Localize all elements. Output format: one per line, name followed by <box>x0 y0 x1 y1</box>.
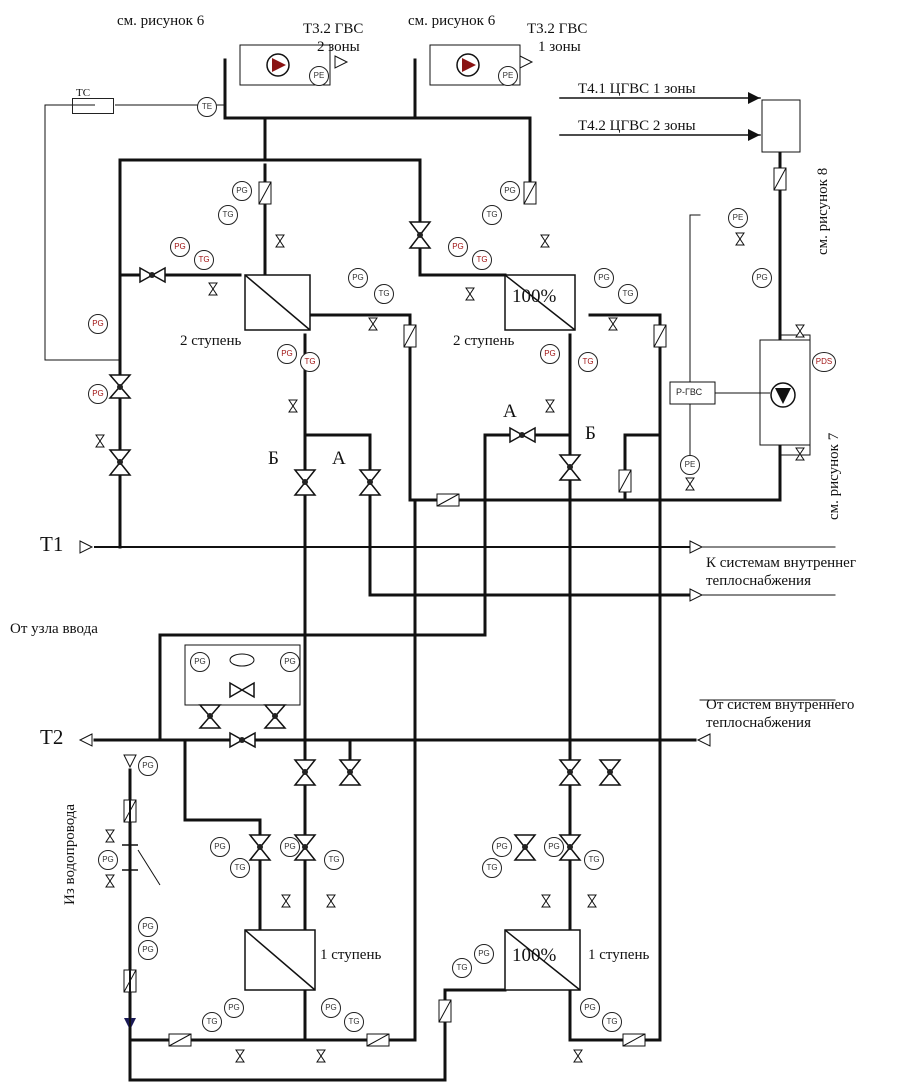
pe-sensor-return: PE <box>680 455 700 475</box>
tc-box <box>72 98 114 114</box>
pg-gauge: PG <box>138 940 158 960</box>
from-internal-label: От систем внутреннего <box>706 697 855 713</box>
t2-inlet-arrow <box>696 733 711 747</box>
stage1-left-exchanger <box>244 929 316 991</box>
tg-gauge: TG <box>584 850 604 870</box>
t1-inlet-arrow <box>79 540 94 554</box>
pe-sensor-zone2: PE <box>309 66 329 86</box>
tg-gauge: TG <box>218 205 238 225</box>
pg-gauge: PG <box>448 237 468 257</box>
tg-gauge: TG <box>374 284 394 304</box>
stage1-left-label: 1 ступень <box>320 947 382 963</box>
tg-gauge: TG <box>324 850 344 870</box>
pg-gauge: PG <box>232 181 252 201</box>
pg-gauge: PG <box>500 181 520 201</box>
pg-gauge: PG <box>277 344 297 364</box>
from-input-label: От узла ввода <box>10 621 98 637</box>
pg-gauge: PG <box>88 384 108 404</box>
pg-gauge: PG <box>210 837 230 857</box>
pg-gauge: PG <box>190 652 210 672</box>
ref-fig8: см. рисунок 8 <box>815 167 831 255</box>
heat-supply-label-2: теплоснабжения <box>706 715 811 731</box>
tc-label: ТС <box>76 87 91 99</box>
hws-zone2-label: 2 зоны <box>317 39 360 55</box>
tg-gauge: TG <box>194 250 214 270</box>
tg-gauge: TG <box>482 205 502 225</box>
to-internal-label: К системам внутреннег <box>706 555 856 571</box>
stage2-left-label: 2 ступень <box>180 333 242 349</box>
pg-gauge: PG <box>321 998 341 1018</box>
tg-gauge: TG <box>618 284 638 304</box>
pg-gauge: PG <box>540 344 560 364</box>
pg-gauge: PG <box>544 837 564 857</box>
tg-gauge: TG <box>602 1012 622 1032</box>
pg-gauge: PG <box>580 998 600 1018</box>
stage2-right-label: 2 ступень <box>453 333 515 349</box>
pg-gauge: PG <box>348 268 368 288</box>
valve-b-left-label: Б <box>268 448 279 469</box>
hws-header <box>223 58 532 182</box>
pg-gauge: PG <box>752 268 772 288</box>
pg-gauge: PG <box>492 837 512 857</box>
ref-fig7: см. рисунок 7 <box>826 432 842 520</box>
valve-a-left-label: А <box>332 448 346 469</box>
stage1-right-exchanger <box>504 929 581 991</box>
stage2-left-exchanger <box>244 274 311 331</box>
pe-sensor-zone1: PE <box>498 66 518 86</box>
supply-outlet-arrow <box>689 588 704 602</box>
t2-outlet-arrow <box>78 733 93 747</box>
t1-label: Т1 <box>40 532 64 556</box>
pg-gauge: PG <box>170 237 190 257</box>
pg-gauge: PG <box>280 837 300 857</box>
hws-t32-label-b: Т3.2 ГВС <box>527 21 588 37</box>
pds-sensor: PDS <box>812 352 836 372</box>
pg-gauge: PG <box>138 756 158 776</box>
stage1-right-label: 1 ступень <box>588 947 650 963</box>
circ-t42-label: Т4.2 ЦГВС 2 зоны <box>578 118 696 134</box>
ref-fig6-right: см. рисунок 6 <box>408 13 496 29</box>
pg-gauge: PG <box>224 998 244 1018</box>
te-sensor: TE <box>197 97 217 117</box>
pg-gauge: PG <box>474 944 494 964</box>
stage2-right-exchanger <box>504 274 576 331</box>
tg-gauge: TG <box>472 250 492 270</box>
tg-gauge: TG <box>202 1012 222 1032</box>
pg-gauge: PG <box>138 917 158 937</box>
circ-t41-label: Т4.1 ЦГВС 1 зоны <box>578 81 696 97</box>
tg-gauge: TG <box>482 858 502 878</box>
pg-gauge: PG <box>280 652 300 672</box>
pg-gauge: PG <box>88 314 108 334</box>
pct-bottom-label: 100% <box>512 945 557 966</box>
water-inlet-funnel <box>123 754 137 769</box>
t1-outlet-arrow <box>689 540 704 554</box>
pg-gauge: PG <box>594 268 614 288</box>
t2-label: Т2 <box>40 725 64 749</box>
regulator-label: Р-ГВС <box>676 387 703 397</box>
tg-gauge: TG <box>344 1012 364 1032</box>
pg-gauge: PG <box>98 850 118 870</box>
water-main-label: Из водопровода <box>62 803 78 905</box>
pressure-regulator-icon <box>229 653 255 667</box>
tg-gauge: TG <box>578 352 598 372</box>
valve-a-right-label: А <box>503 401 517 422</box>
ref-fig6-left: см. рисунок 6 <box>117 13 205 29</box>
pe-sensor-circ: PE <box>728 208 748 228</box>
tg-gauge: TG <box>300 352 320 372</box>
valve-b-right-label: Б <box>585 423 596 444</box>
heat-supply-label-1: теплоснабжения <box>706 573 811 589</box>
circulation-manifold <box>761 99 801 153</box>
tg-gauge: TG <box>230 858 250 878</box>
pct-top-label: 100% <box>512 286 557 307</box>
hws-t32-label-a: Т3.2 ГВС <box>303 21 364 37</box>
stage2-loop <box>118 158 507 277</box>
hws-zone1-label: 1 зоны <box>538 39 581 55</box>
tg-gauge: TG <box>452 958 472 978</box>
